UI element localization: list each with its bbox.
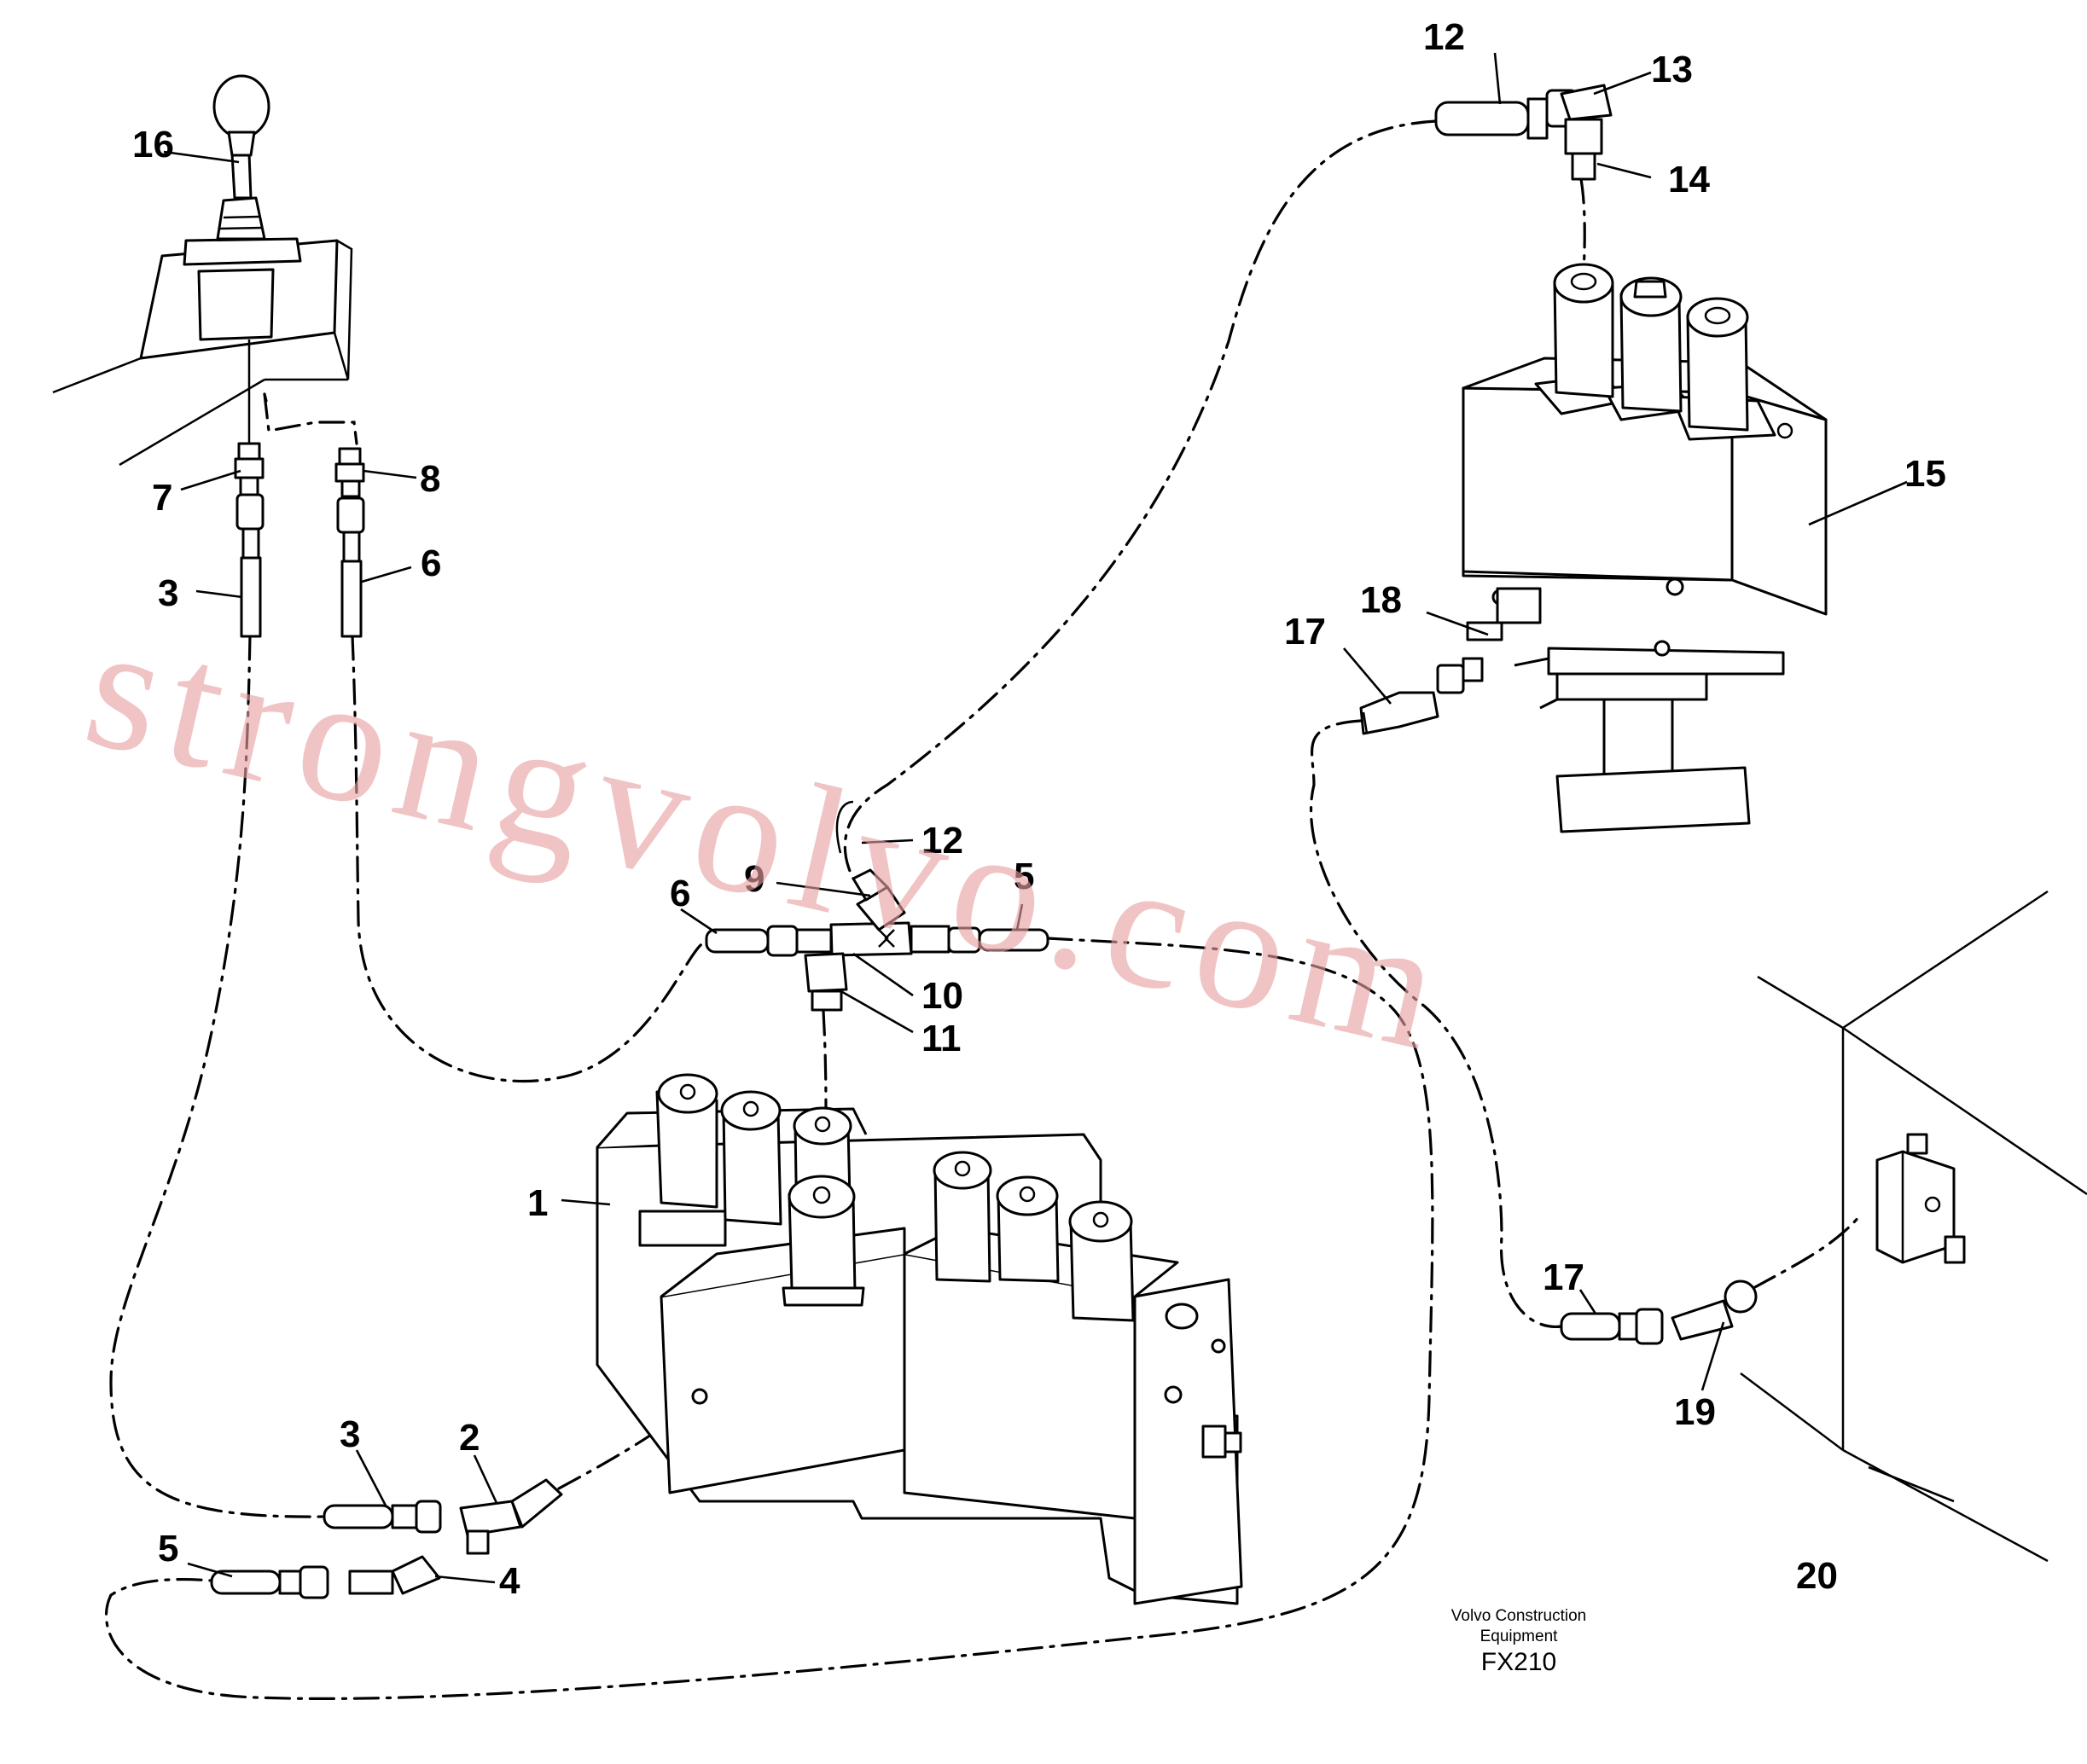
hose-end-5-bottom (210, 1570, 282, 1595)
callout-13: 13 (1651, 49, 1693, 90)
hose-end-12-top (1434, 101, 1530, 136)
callout-17-bottom: 17 (1543, 1256, 1584, 1298)
callout-9: 9 (744, 858, 764, 900)
callout-14: 14 (1668, 159, 1710, 200)
panel-20 (1740, 890, 2087, 1563)
valve-side-plug (1201, 1425, 1227, 1459)
callout-3-bottom: 3 (340, 1413, 360, 1455)
callout-10: 10 (921, 975, 963, 1017)
callout-20: 20 (1796, 1555, 1838, 1597)
callout-3-top: 3 (158, 572, 178, 614)
callout-18: 18 (1360, 579, 1402, 621)
caption-line-1: Volvo Construction (1451, 1607, 1586, 1625)
callout-16: 16 (132, 124, 174, 165)
joystick-assembly (52, 74, 365, 638)
valve-15-base (1555, 766, 1751, 833)
leader-lines (163, 52, 1908, 1584)
hose-end-6-top-nut (336, 496, 365, 534)
hose-end-6-top (340, 560, 363, 638)
hose-end-17-top (1359, 691, 1439, 735)
callout-4: 4 (499, 1560, 520, 1602)
fitting-8-top (338, 447, 362, 466)
callout-19: 19 (1674, 1391, 1716, 1433)
tee-fittings (705, 800, 1049, 1012)
hose-14-to-15 (1579, 177, 1586, 275)
valve-block-1 (596, 1073, 1243, 1605)
fitting-14 (1571, 152, 1596, 181)
callout-15: 15 (1904, 453, 1946, 495)
fitting-14-nut (1564, 118, 1603, 155)
hose-12 (843, 119, 1438, 880)
fitting-8 (334, 462, 365, 483)
fitting-7-top (237, 442, 261, 461)
panel-20-fitting-block (1875, 1150, 1956, 1264)
hose-11-to-1 (822, 1009, 828, 1119)
callout-1: 1 (527, 1182, 548, 1224)
callout-12-mid: 12 (921, 820, 963, 862)
callout-17-top: 17 (1284, 611, 1326, 653)
joystick-knob (212, 74, 270, 139)
hose-3 (109, 634, 326, 1518)
callout-6-top: 6 (421, 543, 441, 584)
hose-17-fittings (1359, 657, 1758, 1345)
fitting-10 (804, 952, 848, 993)
watermark: strongvolvo.com (70, 585, 1468, 1090)
hose-end-3-bottom (323, 1504, 394, 1529)
joystick-lever (230, 152, 253, 200)
tee-fitting-2 (459, 1500, 522, 1537)
callout-11: 11 (921, 1018, 962, 1059)
callout-2: 2 (459, 1417, 480, 1459)
callout-12-top: 12 (1423, 16, 1465, 58)
hose-5 (104, 937, 1434, 1701)
lower-left-fittings (210, 1478, 563, 1599)
hose-19-to-20 (1752, 1214, 1862, 1290)
fitting-7 (234, 457, 265, 479)
hose-16-right (263, 392, 358, 445)
valve-block-15 (1462, 263, 1828, 833)
callout-5-mid: 5 (1014, 856, 1034, 897)
hose-17 (1309, 719, 1563, 1328)
hose-6 (351, 634, 708, 1082)
top-fittings (1434, 84, 1613, 181)
fitting-19 (1671, 1299, 1734, 1341)
hose-end-17-bottom (1560, 1312, 1621, 1341)
fitting-4 (348, 1570, 394, 1595)
hose-end-5-mid (978, 928, 1049, 952)
callout-5-bottom: 5 (158, 1528, 178, 1570)
callout-6-mid: 6 (670, 873, 690, 914)
valve-right-side (1133, 1278, 1243, 1605)
elbow-13 (1560, 84, 1613, 121)
caption-line-2: Equipment (1480, 1628, 1559, 1645)
port-18 (1496, 587, 1542, 624)
hose-end-3-top-nut (235, 493, 265, 531)
callout-8: 8 (420, 458, 440, 500)
callout-7: 7 (152, 477, 172, 519)
caption-code: FX210 (1481, 1648, 1556, 1676)
drawing-caption: Volvo Construction Equipment FX210 (1451, 1607, 1586, 1676)
callout-labels: 16 7 8 3 6 1 3 2 4 5 6 9 12 5 10 11 12 1… (132, 16, 1946, 1602)
fitting-11 (811, 989, 843, 1012)
valve-spools-front (782, 1175, 1135, 1322)
fitting-18 (1462, 657, 1484, 682)
